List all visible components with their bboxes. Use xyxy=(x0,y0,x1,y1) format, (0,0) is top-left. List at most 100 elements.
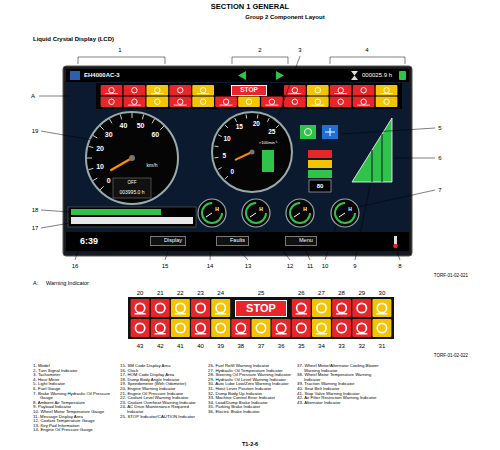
small-gauges-part xyxy=(246,203,266,223)
warning-indicator-panel xyxy=(128,297,394,339)
softkey-button: Faults xyxy=(216,236,249,246)
a-warning-grid-part-part xyxy=(155,333,166,334)
gauge-mark: H xyxy=(215,207,219,213)
lcd-warning-grid-part-part xyxy=(155,88,160,93)
callout-number: 24 xyxy=(217,290,224,297)
callout-number: 20 xyxy=(137,290,144,297)
lcd-warning-grid-part-part xyxy=(220,105,233,106)
right-indicators-part xyxy=(305,129,312,136)
lcd-warning-grid-part-part xyxy=(334,93,347,94)
rpm-scale-number: 10 xyxy=(223,136,230,143)
callout-number: 1 xyxy=(118,47,121,54)
small-gauges-part xyxy=(286,199,314,227)
lcd-warning-grid-part-part xyxy=(192,97,214,108)
lcd-warning-grid-part-part xyxy=(315,88,320,93)
lcd-warning-grid-part-part xyxy=(376,85,398,96)
lcd-warning-grid-part-part xyxy=(101,97,123,108)
clock-text: 6:39 xyxy=(80,236,98,246)
legend-item: 43- Alternator Indicator xyxy=(297,401,382,406)
lcd-warning-grid-part xyxy=(124,85,146,96)
legend-item: 25- STOP Indicator/CAUTION Indicator xyxy=(120,415,205,420)
leader-lines-part xyxy=(210,228,212,260)
bottom-bar-part xyxy=(393,244,398,249)
lcd-warning-grid-part-part xyxy=(315,99,320,104)
leader-lines-part xyxy=(240,251,248,260)
figure-key: A: xyxy=(33,280,38,286)
speed-scale-number: 50 xyxy=(137,122,145,130)
a-warning-grid-part xyxy=(332,299,351,317)
speed-scale-number: 30 xyxy=(105,131,113,139)
tachometer-ticks-part xyxy=(235,118,237,122)
lcd-frame-part xyxy=(63,66,412,256)
a-warning-grid-part-part xyxy=(292,299,311,317)
a-warning-grid-part-part xyxy=(171,299,190,317)
legend-item: 36- Electric Brake Indicator xyxy=(208,410,293,415)
a-warning-grid-part-part xyxy=(191,319,210,337)
tachometer-ticks xyxy=(214,114,278,178)
a-warning-grid-part xyxy=(352,299,371,317)
callout-number: 25 xyxy=(258,290,265,297)
leader-lines-part xyxy=(397,252,400,260)
lcd-warning-grid-part-part xyxy=(215,97,237,108)
a-warning-grid-part-part xyxy=(336,313,347,314)
right-indicators-part xyxy=(308,160,332,168)
callout-number: 30 xyxy=(379,290,386,297)
tachometer-part xyxy=(236,152,252,160)
callout-number: 12 xyxy=(287,263,294,270)
tachometer-ticks-part xyxy=(246,114,248,118)
a-warning-grid-part-part xyxy=(171,319,190,337)
a-warning-grid-part-part xyxy=(176,323,185,332)
right-indicators-part xyxy=(309,180,331,192)
a-warning-grid-part-part xyxy=(357,303,366,312)
a-warning-grid-part-part xyxy=(377,303,386,312)
legend-item: 7- Brake Warning Hydraulic Oil Pressure … xyxy=(33,392,118,401)
lcd-warning-grid-part xyxy=(307,97,329,108)
leader-lines-part xyxy=(330,57,405,64)
callout-number: 23 xyxy=(197,290,204,297)
a-warning-grid-part-part xyxy=(131,299,150,317)
lcd-warning-grid-part xyxy=(215,97,237,108)
softkey-button: Display xyxy=(150,236,186,246)
callout-number: 16 xyxy=(72,263,79,270)
speed-scale-number: 10 xyxy=(96,163,104,171)
lcd-warning-grid-part xyxy=(284,97,306,108)
lcd-warning-grid-part xyxy=(376,85,398,96)
speedometer-ticks-part xyxy=(93,178,97,181)
button-text: Faults xyxy=(230,238,245,244)
small-gauges-part xyxy=(335,203,355,223)
lcd-warning-grid-part-part xyxy=(338,99,343,104)
callout-number: 2 xyxy=(258,47,261,54)
lcd-warning-grid-part-part xyxy=(109,88,114,93)
lcd-warning-grid-part-part xyxy=(223,99,228,104)
leader-lines-part xyxy=(325,226,336,260)
small-gauges-part xyxy=(290,203,310,223)
right-indicators-part xyxy=(325,128,335,136)
lcd-frame xyxy=(63,66,412,256)
small-gauges-part xyxy=(250,213,256,217)
speed-scale-number: 0 xyxy=(107,177,111,185)
a-warning-grid-part-part xyxy=(151,319,170,337)
page-number: T1-2-6 xyxy=(242,441,258,447)
a-warning-grid-part xyxy=(372,299,391,317)
lcd-warning-grid-part-part xyxy=(178,88,183,93)
lcd-warning-grid-part xyxy=(307,85,329,96)
stop-text: STOP xyxy=(246,303,276,314)
a-warning-grid-part-part xyxy=(337,303,346,312)
lcd-warning-grid-part-part xyxy=(146,85,168,96)
a-warning-grid-part-part xyxy=(297,303,306,312)
lcd-warning-grid-part-part xyxy=(292,99,297,104)
small-gauges-part xyxy=(331,199,359,227)
page-subtitle: Group 2 Component Layout xyxy=(245,14,324,21)
lcd-warning-grid-part-part xyxy=(288,93,301,94)
lcd-warning-grid-part-part xyxy=(338,88,343,93)
rpm-scale-number: 0 xyxy=(230,168,234,175)
small-gauges-part xyxy=(242,199,270,227)
a-warning-grid-part xyxy=(131,319,150,337)
button-text: Menu xyxy=(299,238,313,244)
callout-number: A xyxy=(31,93,35,100)
small-gauges-part xyxy=(202,203,222,223)
lcd-warning-grid-part xyxy=(261,97,283,108)
tachometer-part xyxy=(250,150,255,155)
lcd-warning-grid-part xyxy=(169,85,191,96)
callout-number: 4 xyxy=(365,47,368,54)
